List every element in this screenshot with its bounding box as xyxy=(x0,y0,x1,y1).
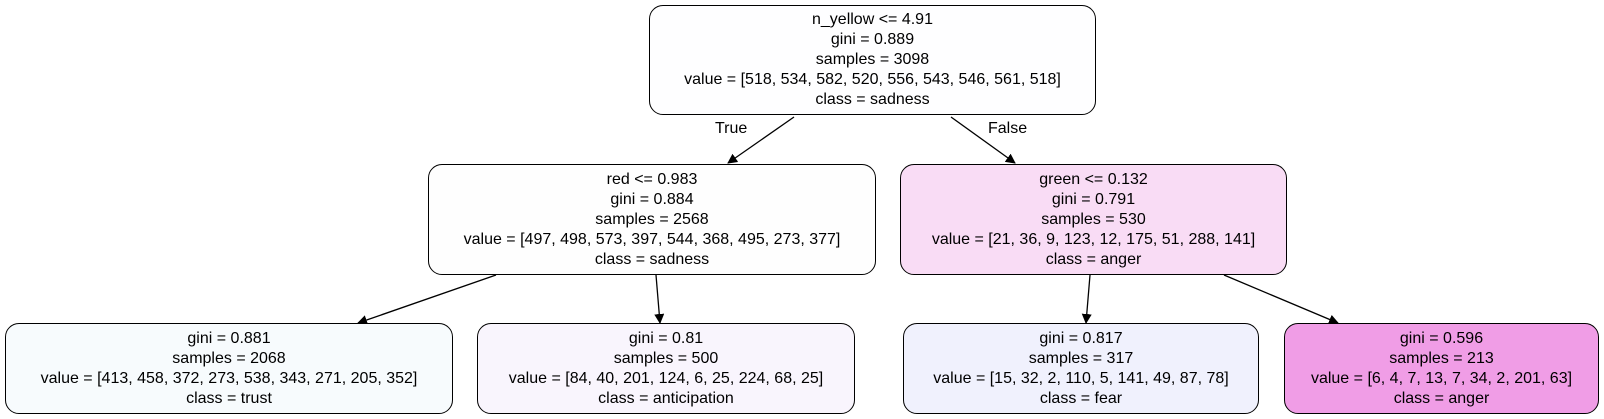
tree-node-green-split: green <= 0.132 gini = 0.791 samples = 53… xyxy=(900,164,1287,275)
split-condition: red <= 0.983 xyxy=(606,170,698,188)
class-value-distribution: value = [6, 4, 7, 13, 7, 34, 2, 201, 63] xyxy=(1310,369,1573,387)
edge-n2-to-n6 xyxy=(1223,274,1339,325)
tree-leaf-anticipation: gini = 0.81 samples = 500 value = [84, 4… xyxy=(477,323,855,414)
predicted-class: class = fear xyxy=(1039,389,1123,407)
edge-n2-to-n5 xyxy=(1081,274,1092,324)
predicted-class: class = sadness xyxy=(594,250,710,268)
class-value-distribution: value = [21, 36, 9, 123, 12, 175, 51, 28… xyxy=(931,230,1256,248)
class-value-distribution: value = [497, 498, 573, 397, 544, 368, 4… xyxy=(463,230,841,248)
tree-leaf-fear: gini = 0.817 samples = 317 value = [15, … xyxy=(903,323,1259,414)
class-value-distribution: value = [84, 40, 201, 124, 6, 25, 224, 6… xyxy=(508,369,824,387)
predicted-class: class = sadness xyxy=(815,91,930,108)
predicted-class: class = anger xyxy=(1393,389,1490,407)
edge-label-true: True xyxy=(715,120,748,137)
class-value-distribution: value = [518, 534, 582, 520, 556, 543, 5… xyxy=(684,71,1061,88)
gini-value: gini = 0.881 xyxy=(187,329,271,347)
edge-root-to-n1 xyxy=(727,116,795,164)
gini-value: gini = 0.889 xyxy=(830,31,915,48)
edge-label-false: False xyxy=(988,120,1028,137)
edge-root-to-n2 xyxy=(950,116,1016,164)
gini-value: gini = 0.596 xyxy=(1399,329,1484,347)
gini-value: gini = 0.817 xyxy=(1039,329,1123,347)
samples-count: samples = 530 xyxy=(1041,210,1146,228)
tree-leaf-trust: gini = 0.881 samples = 2068 value = [413… xyxy=(5,323,453,414)
split-condition: n_yellow <= 4.91 xyxy=(812,11,933,28)
gini-value: gini = 0.81 xyxy=(628,329,704,347)
gini-value: gini = 0.791 xyxy=(1051,190,1136,208)
gini-value: gini = 0.884 xyxy=(610,190,694,208)
tree-node-root: n_yellow <= 4.91 gini = 0.889 samples = … xyxy=(649,5,1096,115)
samples-count: samples = 3098 xyxy=(815,51,930,68)
predicted-class: class = anger xyxy=(1045,250,1142,268)
edge-n1-to-n3 xyxy=(357,274,497,325)
split-condition: green <= 0.132 xyxy=(1039,170,1148,188)
tree-node-red-split: red <= 0.983 gini = 0.884 samples = 2568… xyxy=(428,164,876,275)
class-value-distribution: value = [15, 32, 2, 110, 5, 141, 49, 87,… xyxy=(933,369,1229,387)
predicted-class: class = trust xyxy=(186,389,272,407)
samples-count: samples = 2068 xyxy=(172,349,286,367)
samples-count: samples = 500 xyxy=(613,349,719,367)
edge-n1-to-n4 xyxy=(654,274,665,324)
class-value-distribution: value = [413, 458, 372, 273, 538, 343, 2… xyxy=(40,369,418,387)
samples-count: samples = 2568 xyxy=(595,210,709,228)
samples-count: samples = 213 xyxy=(1389,349,1494,367)
tree-leaf-anger: gini = 0.596 samples = 213 value = [6, 4… xyxy=(1284,323,1599,414)
samples-count: samples = 317 xyxy=(1028,349,1134,367)
predicted-class: class = anticipation xyxy=(598,389,734,407)
